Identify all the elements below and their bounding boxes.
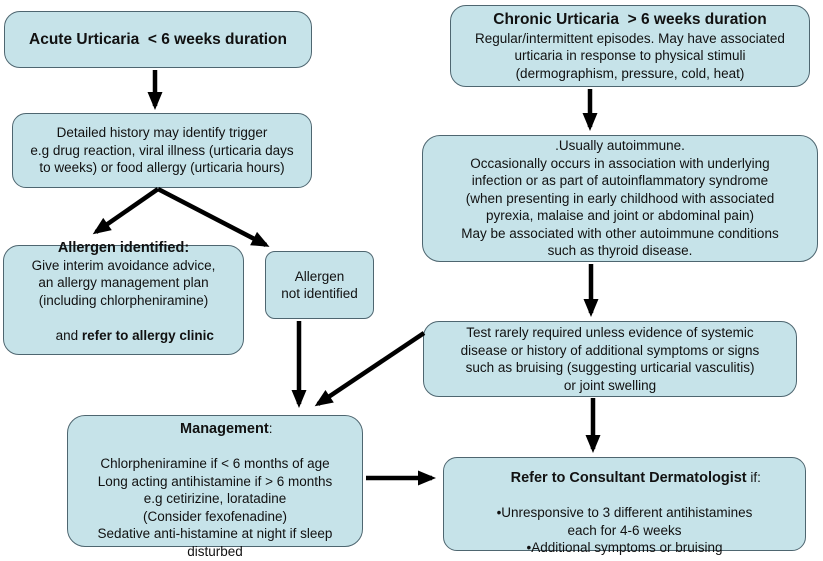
node-acute-urticaria: Acute Urticaria < 6 weeks duration — [4, 11, 312, 68]
text-line: Regular/intermittent episodes. May have … — [475, 30, 785, 46]
text-segment-bold: Management — [180, 420, 269, 437]
node-refer-dermatologist: Refer to Consultant Dermatologist if: •U… — [443, 457, 806, 555]
text-line: (dermographism, pressure, cold, heat) — [515, 65, 745, 81]
node-title: Allergen identified: — [57, 239, 190, 256]
node-allergen-identified: Allergen identified: Give interim avoida… — [3, 240, 244, 355]
text-line: each for 4-6 weeks — [567, 522, 682, 538]
node-detailed-history: Detailed history may identify trigger e.… — [12, 113, 312, 188]
text-line: pyrexia, malaise and joint or abdominal … — [486, 208, 754, 224]
text-segment-bold: Refer to Consultant Dermatologist — [510, 469, 747, 486]
text-segment: : — [268, 420, 273, 436]
node-test-info: Test rarely required unless evidence of … — [423, 321, 797, 397]
node-chronic-urticaria: Chronic Urticaria > 6 weeks duration Reg… — [450, 5, 810, 87]
text-line: (including chlorpheniramine) — [38, 292, 209, 308]
text-line: Sedative anti-histamine at night if slee… — [97, 526, 333, 541]
text-line: (when presenting in early childhood with… — [465, 190, 775, 206]
text-line: not identified — [281, 286, 358, 301]
node-title: Acute Urticaria < 6 weeks duration — [29, 30, 287, 48]
text-line: Give interim avoidance advice, — [31, 257, 216, 273]
node-management: Management: Chlorpheniramine if < 6 mont… — [67, 415, 363, 559]
text-line: Detailed history may identify trigger — [56, 125, 268, 141]
text-line: e.g cetirizine, loratadine — [143, 491, 287, 506]
text-line: •Additional symptoms or bruising — [526, 540, 723, 556]
text-line: infection or as part of autoinflammatory… — [471, 173, 769, 189]
text-line: such as thyroid disease. — [547, 243, 693, 259]
text-line: disease or history of additional symptom… — [460, 342, 760, 358]
text-segment: if: — [746, 469, 761, 485]
text-line: such as bruising (suggesting urticarial … — [465, 360, 755, 375]
text-line: e.g drug reaction, viral illness (urtica… — [30, 142, 294, 158]
node-title: Management: — [158, 402, 273, 455]
text-line: Allergen — [294, 268, 345, 284]
text-line: an allergy management plan — [38, 275, 209, 290]
text-line: .Usually autoimmune. — [555, 138, 685, 154]
text-line: •Unresponsive to 3 different antihistami… — [496, 505, 753, 521]
arrow-history-to-allergen-not-identified — [156, 187, 270, 247]
text-segment: and — [55, 327, 82, 343]
text-segment-bold: refer to allergy clinic — [81, 327, 214, 343]
text-line: urticaria in response to physical stimul… — [514, 48, 746, 64]
arrow-test-to-management — [314, 331, 426, 407]
text-line: or joint swelling — [563, 377, 657, 393]
text-line: Occasionally occurs in association with … — [470, 155, 770, 171]
text-line: to weeks) or food allergy (urticaria hou… — [39, 160, 285, 176]
node-title: Refer to Consultant Dermatologist if: — [488, 451, 761, 504]
text-line: May be associated with other autoimmune … — [461, 225, 779, 241]
text-line: and refer to allergy clinic — [33, 309, 214, 362]
node-title: Chronic Urticaria > 6 weeks duration — [493, 10, 767, 28]
node-allergen-not-identified: Allergen not identified — [265, 251, 374, 319]
text-line: disturbed — [187, 543, 243, 559]
node-autoimmune-info: .Usually autoimmune. Occasionally occurs… — [422, 135, 818, 262]
text-line: Chlorpheniramine if < 6 months of age — [100, 456, 330, 471]
text-line: (Consider fexofenadine) — [142, 508, 288, 524]
arrow-history-to-allergen-identified — [92, 187, 160, 235]
text-line: Long acting antihistamine if > 6 months — [97, 473, 333, 489]
text-line: Test rarely required unless evidence of … — [466, 325, 754, 340]
